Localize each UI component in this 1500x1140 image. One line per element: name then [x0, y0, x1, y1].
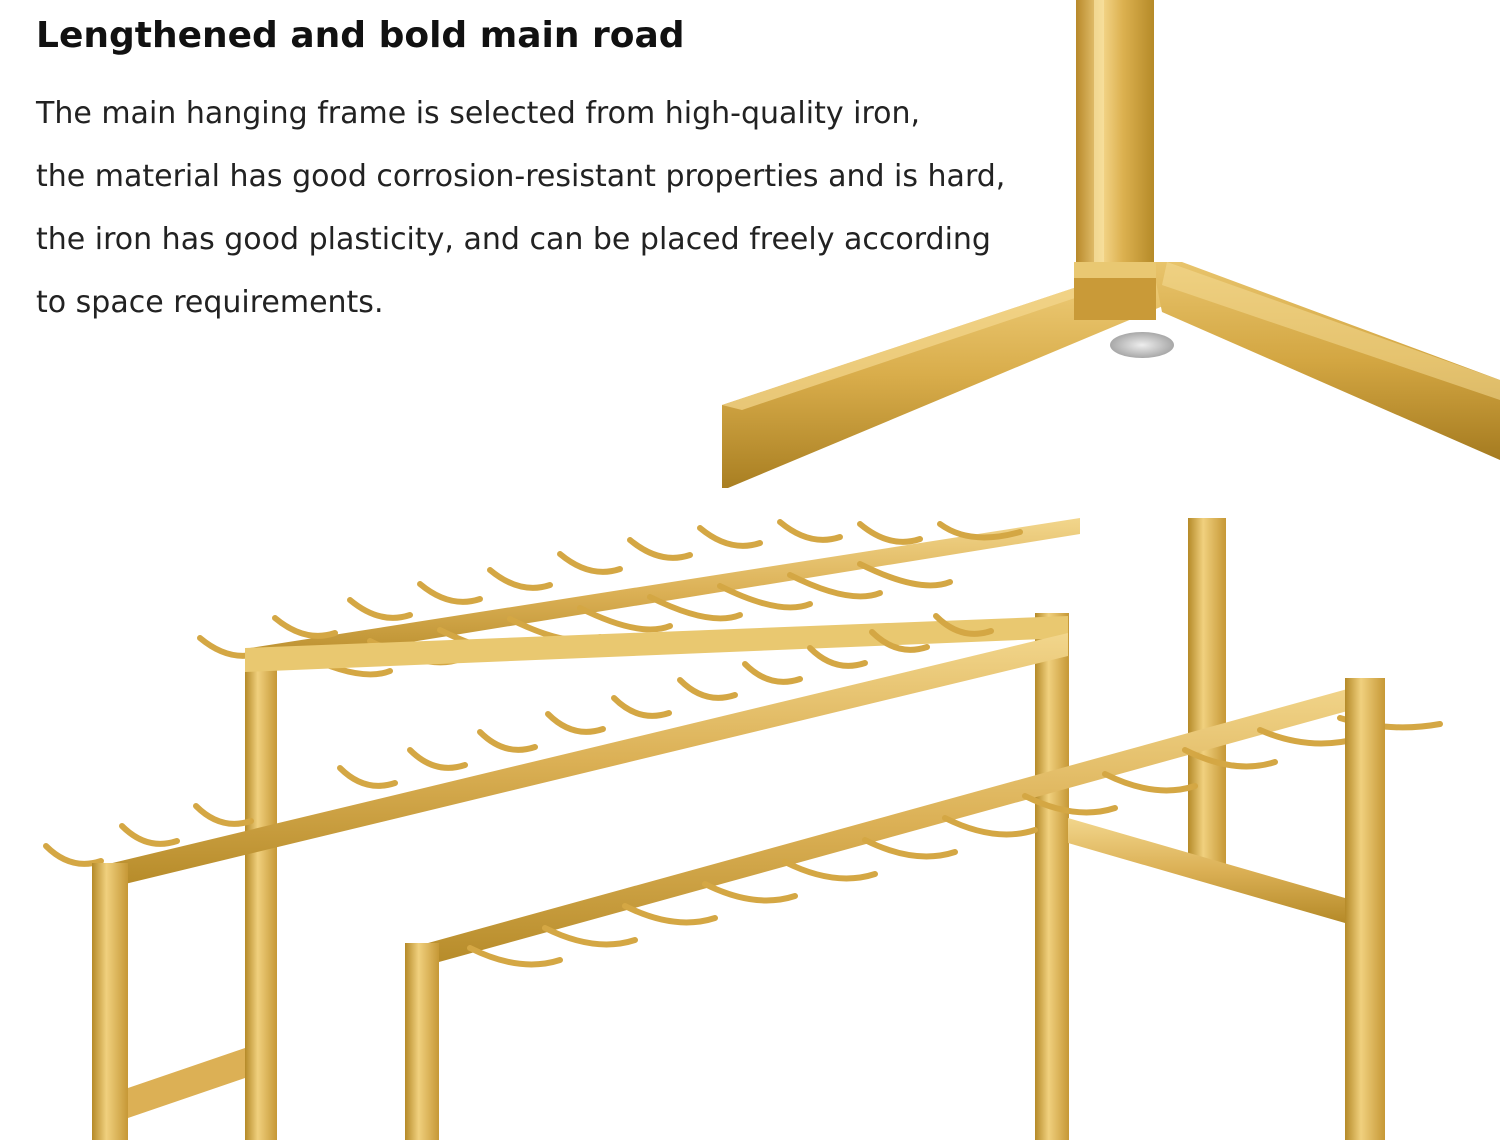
description-line: the iron has good plasticity, and can be… [36, 222, 991, 257]
frame-leg-left [722, 262, 1182, 488]
rack-upright [405, 943, 439, 1140]
frame-base-closeup-photo [722, 0, 1500, 488]
hanging-rack-illustration [43, 518, 1443, 1140]
rack-top-frame-bar [245, 616, 1068, 672]
feature-description: The main hanging frame is selected from … [36, 82, 1076, 334]
rack-upright [245, 648, 277, 1140]
rack-upright [92, 863, 128, 1140]
frame-foot-pad [1110, 332, 1174, 358]
rack-upright [1345, 678, 1385, 1140]
frame-leg-right [1152, 262, 1500, 460]
rack-middle-hooks [43, 613, 994, 867]
frame-base-illustration [722, 0, 1500, 488]
hanging-rack-photo [0, 488, 1500, 1140]
rack-top-rail [250, 518, 1080, 668]
description-line: to space requirements. [36, 285, 384, 320]
rack-middle-rail [100, 633, 1068, 890]
description-line: The main hanging frame is selected from … [36, 96, 921, 131]
rack-front-rail [410, 680, 1380, 970]
rack-side-crossbar [1068, 818, 1345, 923]
feature-heading: Lengthened and bold main road [36, 15, 685, 56]
rack-back-pole [1188, 518, 1226, 868]
rack-upright [1035, 613, 1069, 1140]
description-line: the material has good corrosion-resistan… [36, 159, 1006, 194]
